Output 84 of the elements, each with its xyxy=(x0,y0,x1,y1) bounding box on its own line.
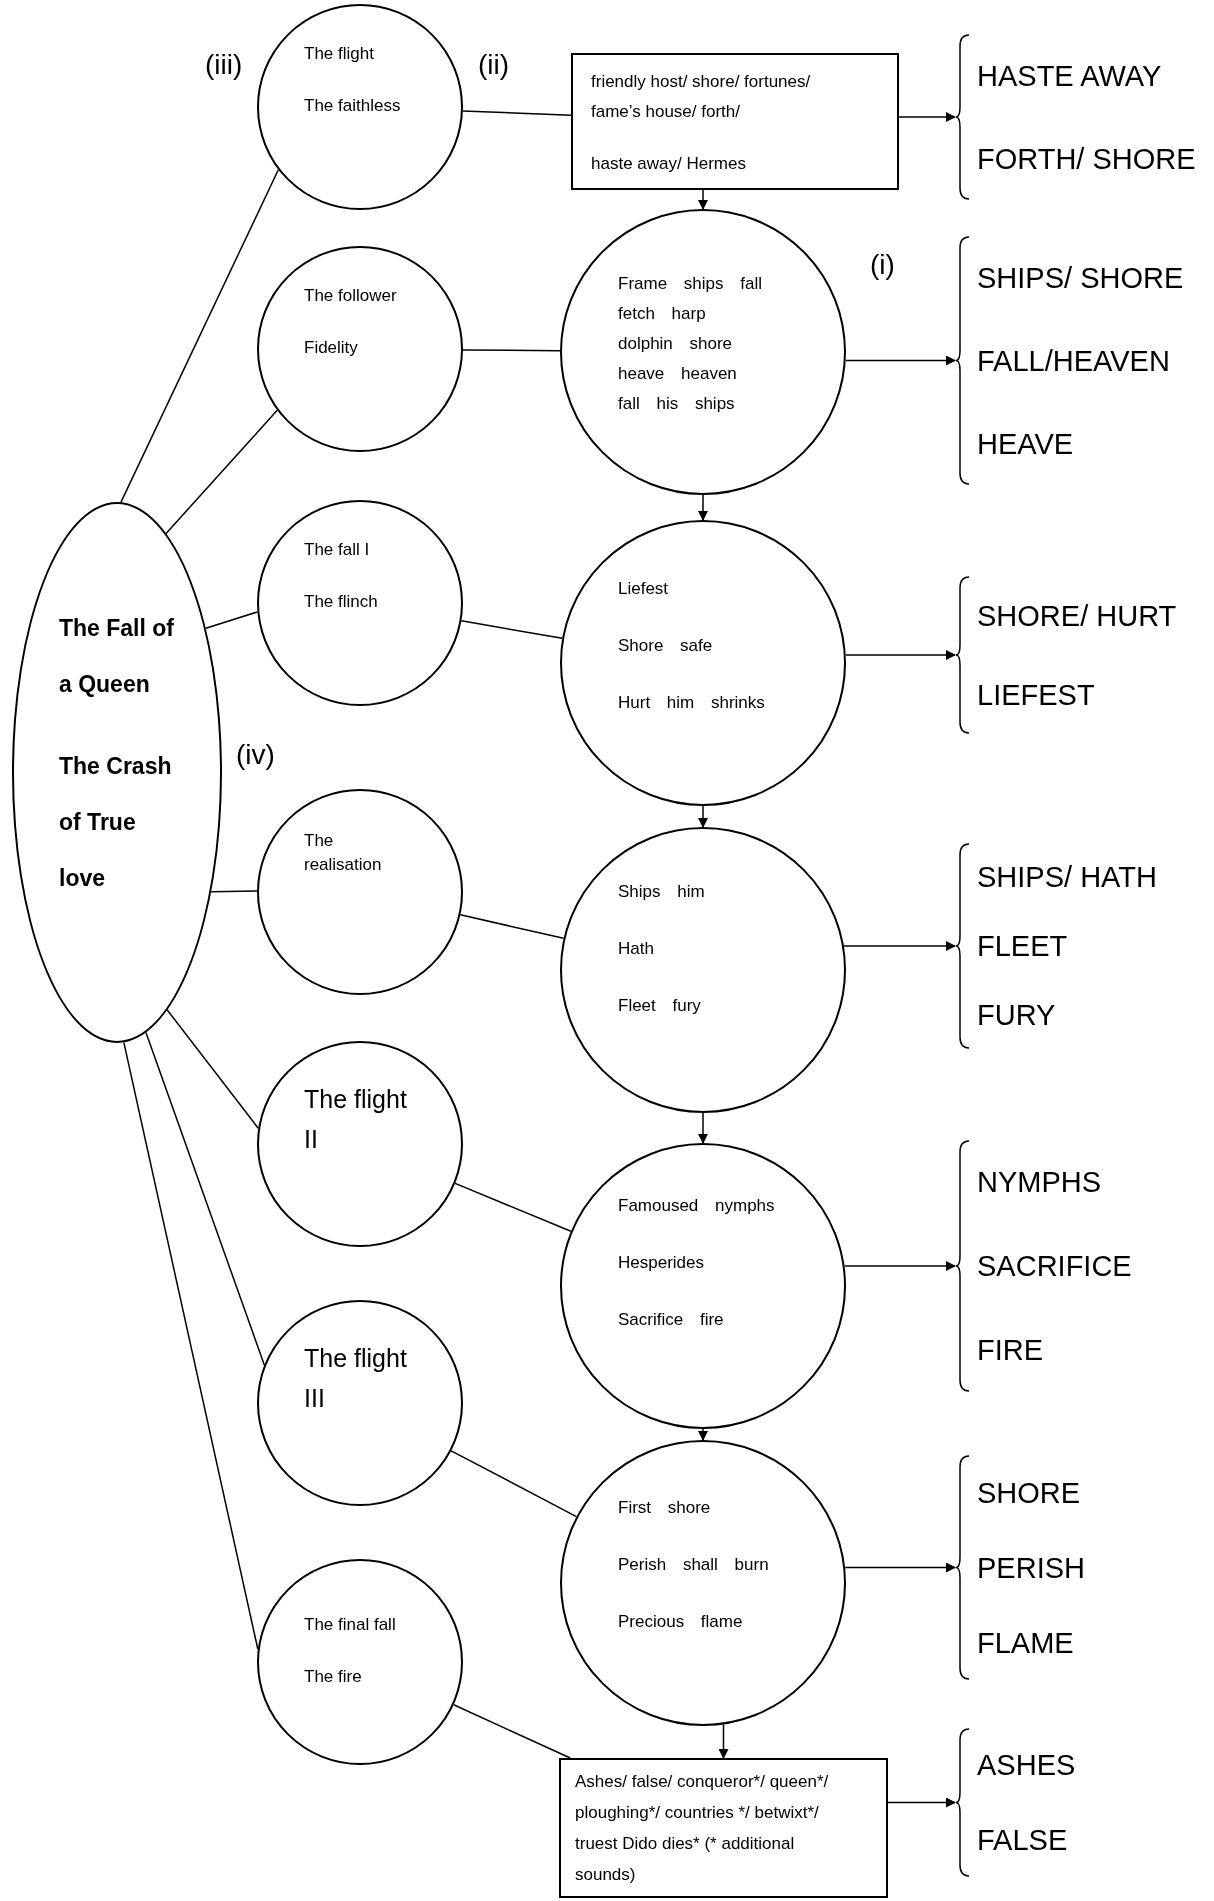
node-text: heave heaven xyxy=(618,363,738,385)
node-text: Precious flame xyxy=(618,1611,744,1633)
section-numeral: (iii) xyxy=(205,48,243,82)
rhyme-word-text: PERISH xyxy=(977,1550,1086,1586)
node-text: Hesperides xyxy=(618,1252,705,1274)
connector-line xyxy=(123,1041,259,1650)
rhyme-word-text: LIEFEST xyxy=(977,677,1096,713)
rhyme-word-text: FLEET xyxy=(977,929,1069,964)
node-text: Hath xyxy=(618,938,655,960)
connector-line xyxy=(210,890,258,893)
rhyme-word-text: HASTE AWAY xyxy=(977,58,1163,94)
node-text: The realisation xyxy=(304,830,383,876)
arrow xyxy=(843,1261,956,1271)
arrow xyxy=(698,805,708,828)
rhyme-word-text: FALSE xyxy=(977,1822,1069,1858)
node-text: haste away/ Hermes xyxy=(591,153,747,175)
node-text: The faithless xyxy=(304,95,402,117)
node-text: The flight III xyxy=(304,1343,408,1414)
node-text: The flinch xyxy=(304,591,379,613)
connector-line xyxy=(459,914,565,940)
arrow xyxy=(887,1797,956,1808)
node-text: dolphin shore xyxy=(618,333,734,355)
node-text: Ashes/ false/ conqueror*/ queen*/ ploughing*/ countries */ betwixt*/ truest Dido dies* (* additional sounds) xyxy=(575,1771,830,1886)
arrow xyxy=(845,650,956,660)
node-text: Perish shall burn xyxy=(618,1554,770,1576)
arrow xyxy=(698,189,708,210)
connector-line xyxy=(205,611,259,630)
connector-line xyxy=(462,349,561,352)
rhyme-word-text: SHORE/ HURT xyxy=(977,598,1178,634)
section-numeral: (iv) xyxy=(236,738,275,772)
node-text: Shore safe xyxy=(618,635,714,657)
arrow xyxy=(898,112,956,122)
connector-line xyxy=(165,409,278,535)
word-box xyxy=(571,53,899,190)
node-text: The Crash of True love xyxy=(59,752,173,893)
connector-line xyxy=(454,1182,572,1233)
node-text: The flight II xyxy=(304,1084,408,1155)
node-text: First shore xyxy=(618,1497,712,1519)
rhyme-word-text: SHORE xyxy=(977,1475,1082,1511)
rhyme-word-text: SACRIFICE xyxy=(977,1249,1133,1284)
node-text: Liefest xyxy=(618,578,670,600)
connector-line xyxy=(120,169,280,503)
node-text: The follower xyxy=(304,285,398,307)
node-text: The final fall xyxy=(304,1614,397,1636)
node-text: fall his ships xyxy=(618,393,736,415)
node-text: Fidelity xyxy=(304,337,359,359)
rhyme-word-text: ASHES xyxy=(977,1748,1077,1784)
arrow xyxy=(698,494,708,521)
arrow xyxy=(718,1723,729,1759)
rhyme-word-text: SHIPS/ HATH xyxy=(977,860,1158,896)
connector-line xyxy=(460,620,563,640)
node-text: The fall I xyxy=(304,539,371,561)
rhyme-word-text: FLAME xyxy=(977,1625,1075,1661)
connector-line xyxy=(462,110,572,116)
connector-line xyxy=(452,1704,571,1759)
connector-line xyxy=(450,1450,578,1518)
rhyme-word-text: FIRE xyxy=(977,1333,1045,1368)
node-text: Hurt him shrinks xyxy=(618,692,766,714)
rhyme-word-text: FALL/HEAVEN xyxy=(977,343,1171,379)
rhyme-word-text: NYMPHS xyxy=(977,1165,1103,1200)
node-text: Frame ships fall xyxy=(618,273,763,295)
rhyme-word-text: FURY xyxy=(977,997,1057,1033)
node-text: The Fall of a Queen xyxy=(59,614,175,699)
section-numeral: (i) xyxy=(870,248,895,282)
section-numeral: (ii) xyxy=(478,48,510,82)
arrow xyxy=(843,941,956,951)
arrow xyxy=(844,1562,956,1573)
node-text: The fire xyxy=(304,1666,363,1688)
arrow xyxy=(698,1428,708,1441)
rhyme-word-text: HEAVE xyxy=(977,426,1075,462)
node-text: Fleet fury xyxy=(618,995,702,1017)
node-text: Famoused nymphs xyxy=(618,1195,776,1217)
rhyme-word-text: FORTH/ SHORE xyxy=(977,141,1197,177)
node-text: The flight xyxy=(304,43,375,65)
arrow xyxy=(698,1112,708,1144)
connector-line xyxy=(145,1031,266,1366)
node-text: fetch harp xyxy=(618,303,707,325)
arrow xyxy=(845,355,956,366)
connector-line xyxy=(166,1009,259,1129)
word-box xyxy=(559,1758,888,1898)
rhyme-word-text: SHIPS/ SHORE xyxy=(977,260,1185,296)
node-text: Ships him xyxy=(618,881,706,903)
node-text: Sacrifice fire xyxy=(618,1309,725,1331)
node-text: friendly host/ shore/ fortunes/ fame’s house/ forth/ xyxy=(591,71,812,123)
